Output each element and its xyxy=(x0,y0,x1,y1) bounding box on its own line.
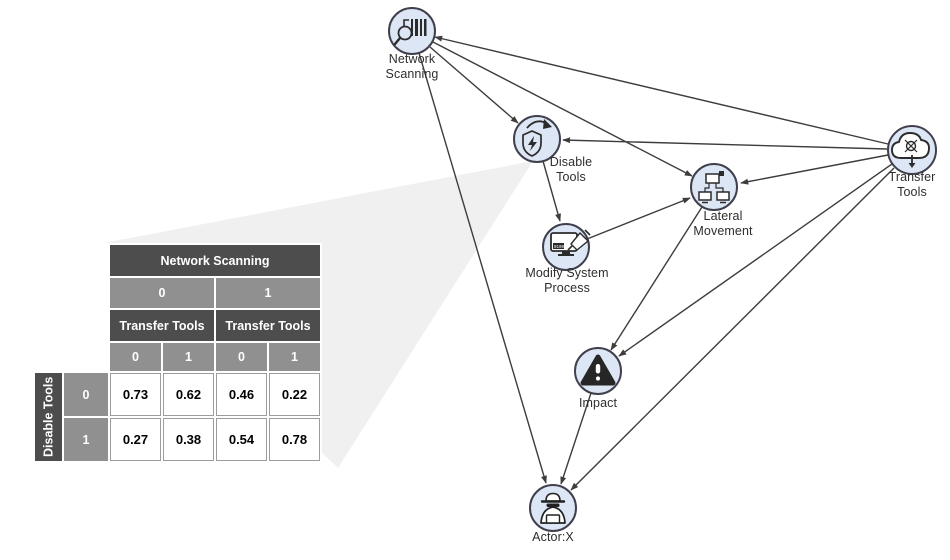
cpt-sub-state: 0 xyxy=(216,343,267,371)
edge-transfer-tools-to-impact xyxy=(618,163,893,357)
edge-transfer-tools-to-network-scanning xyxy=(434,35,889,145)
cpt-row-state: 0 xyxy=(64,373,108,416)
cloud-download-icon xyxy=(891,132,930,168)
node-disable-tools[interactable] xyxy=(513,115,561,163)
node-network-scanning[interactable] xyxy=(388,7,436,55)
label-lateral-movement: Lateral Movement xyxy=(693,209,753,239)
barcode-scanner-icon xyxy=(393,19,427,46)
label-modify-system-process: Modify System Process xyxy=(525,266,609,296)
edge-disable-tools-to-modify-system-process xyxy=(542,160,561,222)
label-transfer-tools: Transfer Tools xyxy=(888,170,936,200)
edge-transfer-tools-to-disable-tools xyxy=(562,137,888,150)
cpt-value: 0.27 xyxy=(110,418,161,461)
edge-transfer-tools-to-actor-x xyxy=(570,167,895,491)
cpt-col-parent-header: Network Scanning xyxy=(110,245,320,276)
monitor-edit-icon: 010011 xyxy=(550,229,591,256)
cpt-value: 0.73 xyxy=(110,373,161,416)
cpt-value: 0.38 xyxy=(163,418,214,461)
cpt-value: 0.54 xyxy=(216,418,267,461)
cpt-row-state: 1 xyxy=(64,418,108,461)
node-transfer-tools[interactable] xyxy=(887,125,937,175)
edge-network-scanning-to-disable-tools xyxy=(429,46,519,124)
label-disable-tools: Disable Tools xyxy=(549,155,593,185)
edge-lateral-movement-to-impact xyxy=(610,206,703,351)
edge-transfer-tools-to-lateral-movement xyxy=(740,154,889,185)
cpt-sub-parent-header: Transfer Tools xyxy=(110,310,214,341)
binary-text: 010011 xyxy=(554,246,570,250)
cpt-sub-state: 1 xyxy=(163,343,214,371)
label-actor-x: Actor:X xyxy=(532,530,574,544)
cpt-table: Network Scanning 0 1 Transfer Tools Tran… xyxy=(33,243,322,463)
cpt-sub-state: 1 xyxy=(269,343,320,371)
cpt-sub-parent-header: Transfer Tools xyxy=(216,310,320,341)
network-computers-icon xyxy=(698,171,730,204)
cpt-value: 0.22 xyxy=(269,373,320,416)
cpt-sub-state: 0 xyxy=(110,343,161,371)
cpt-col-parent-state: 1 xyxy=(216,278,320,308)
edge-modify-system-process-to-lateral-movement xyxy=(586,197,691,240)
label-impact: Impact xyxy=(578,396,618,410)
node-lateral-movement[interactable] xyxy=(690,163,738,211)
cpt-col-parent-state: 0 xyxy=(110,278,214,308)
node-actor-x[interactable] xyxy=(529,484,577,532)
node-modify-system-process[interactable]: 010011 xyxy=(542,223,591,271)
cpt-value: 0.46 xyxy=(216,373,267,416)
edge-network-scanning-to-actor-x xyxy=(418,52,547,484)
cpt-value: 0.62 xyxy=(163,373,214,416)
edge-network-scanning-to-lateral-movement xyxy=(432,41,693,177)
warning-triangle-icon xyxy=(580,354,616,386)
edge-impact-to-actor-x xyxy=(560,392,592,485)
spy-icon xyxy=(540,492,566,524)
shield-refresh-icon xyxy=(522,119,552,157)
label-network-scanning: Network Scanning xyxy=(385,52,439,82)
cpt-row-parent-header: Disable Tools xyxy=(35,373,62,461)
cpt-value: 0.78 xyxy=(269,418,320,461)
node-impact[interactable] xyxy=(574,347,622,395)
